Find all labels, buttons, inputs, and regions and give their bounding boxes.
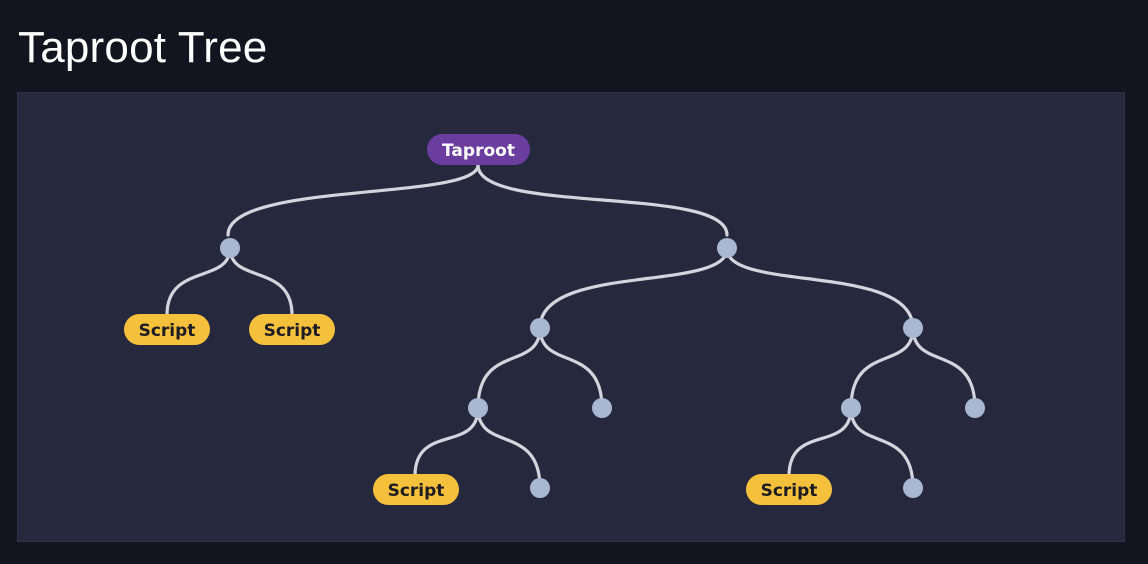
tree-panel: Taproot Script Script Script Script [17, 92, 1125, 542]
script-leaf: Script [746, 474, 832, 505]
edge-root-left [226, 163, 480, 237]
branch-node [903, 318, 923, 338]
script-label: Script [139, 321, 196, 341]
script-leaf: Script [249, 314, 335, 345]
edge-root-right [476, 163, 729, 237]
branch-node [717, 238, 737, 258]
script-label: Script [264, 321, 321, 341]
edge-right-a [538, 247, 729, 330]
edge-850-script [787, 406, 853, 478]
root-node: Taproot [427, 134, 530, 165]
taproot-tree-diagram: Taproot Script Script Script Script [124, 134, 985, 505]
branch-node [468, 398, 488, 418]
script-label: Script [761, 481, 818, 501]
edge-left-script-a [165, 246, 232, 317]
edge-477-leaf [476, 406, 542, 490]
tree-edges [165, 163, 977, 490]
leaf-node [903, 478, 923, 498]
script-leaf: Script [373, 474, 459, 505]
edge-912-left [849, 326, 915, 410]
leaf-node [592, 398, 612, 418]
page-title: Taproot Tree [18, 23, 268, 72]
edge-539-left [476, 326, 542, 410]
root-pill [427, 134, 530, 165]
edge-850-leaf [849, 406, 915, 490]
branch-node [530, 318, 550, 338]
branch-node [841, 398, 861, 418]
leaf-node [530, 478, 550, 498]
script-pill [746, 474, 832, 505]
edge-right-b [725, 247, 915, 330]
script-leaf: Script [124, 314, 210, 345]
branch-nodes [220, 238, 985, 498]
script-label: Script [388, 481, 445, 501]
script-pill [249, 314, 335, 345]
edge-left-script-b [228, 246, 294, 317]
edge-912-right [911, 326, 977, 410]
leaf-node [965, 398, 985, 418]
script-pill [373, 474, 459, 505]
edge-539-right [538, 326, 604, 410]
root-label: Taproot [442, 141, 515, 161]
branch-node [220, 238, 240, 258]
edge-477-script [413, 406, 480, 478]
script-pill [124, 314, 210, 345]
